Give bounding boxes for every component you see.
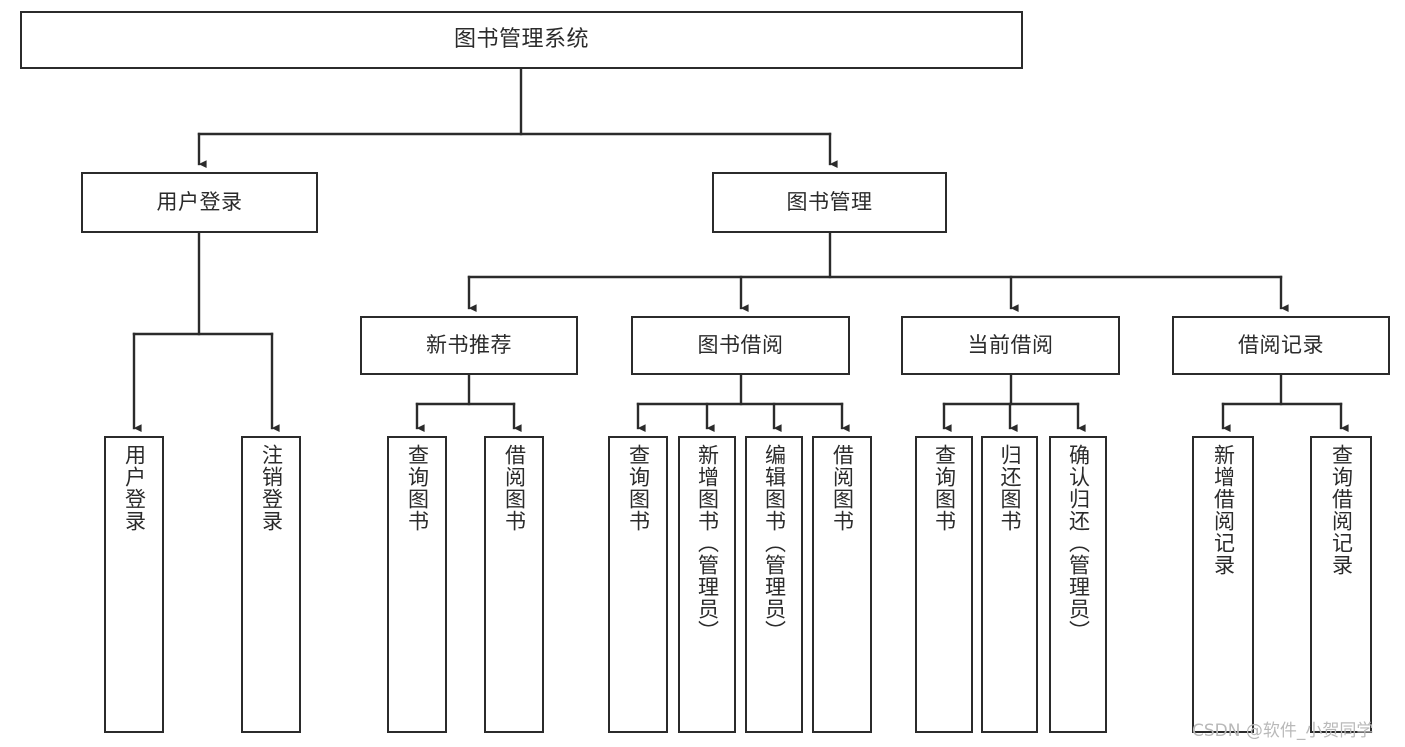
csdn-watermark: CSDN @软件_小贺同学 bbox=[1192, 721, 1374, 741]
node-label: 注销登录 bbox=[259, 444, 284, 532]
node-label: 当前借阅 bbox=[967, 333, 1054, 358]
node-label: 用户登录 bbox=[156, 190, 243, 215]
node-current-borrow[interactable]: 当前借阅 bbox=[901, 316, 1120, 375]
node-label: 查询图书 bbox=[405, 444, 430, 532]
node-label: 查询图书 bbox=[626, 444, 651, 532]
node-root-system[interactable]: 图书管理系统 bbox=[20, 11, 1023, 69]
node-leaf-return-book[interactable]: 归还图书 bbox=[981, 436, 1038, 733]
node-leaf-borrow-book[interactable]: 借阅图书 bbox=[812, 436, 872, 733]
node-leaf-user-login[interactable]: 用户登录 bbox=[104, 436, 164, 733]
node-label: 查询图书 bbox=[932, 444, 957, 532]
node-leaf-query-book-recommend[interactable]: 查询图书 bbox=[387, 436, 447, 733]
node-label: 归还图书 bbox=[998, 444, 1022, 532]
node-leaf-query-borrow-record[interactable]: 查询借阅记录 bbox=[1310, 436, 1372, 733]
node-label: 图书管理 bbox=[786, 190, 873, 215]
node-leaf-query-book-current[interactable]: 查询图书 bbox=[915, 436, 973, 733]
node-label: 新增借阅记录 bbox=[1211, 444, 1236, 576]
node-label: 借阅图书 bbox=[830, 444, 855, 532]
node-label: 编辑图书（管理员） bbox=[762, 444, 787, 642]
node-label: 图书管理系统 bbox=[453, 27, 589, 53]
node-label: 查询借阅记录 bbox=[1329, 444, 1354, 576]
node-label: 新书推荐 bbox=[426, 333, 512, 358]
node-label: 借阅记录 bbox=[1238, 333, 1324, 358]
node-leaf-query-book-borrow[interactable]: 查询图书 bbox=[608, 436, 668, 733]
node-leaf-edit-book-admin[interactable]: 编辑图书（管理员） bbox=[745, 436, 803, 733]
node-borrow-record[interactable]: 借阅记录 bbox=[1172, 316, 1390, 375]
node-new-book-recommend[interactable]: 新书推荐 bbox=[360, 316, 578, 375]
node-leaf-confirm-return-admin[interactable]: 确认归还（管理员） bbox=[1049, 436, 1107, 733]
node-leaf-logout[interactable]: 注销登录 bbox=[241, 436, 301, 733]
node-label: 图书借阅 bbox=[697, 333, 784, 358]
node-user-login[interactable]: 用户登录 bbox=[81, 172, 318, 233]
node-label: 确认归还（管理员） bbox=[1066, 444, 1091, 642]
node-book-management[interactable]: 图书管理 bbox=[712, 172, 947, 233]
node-label: 用户登录 bbox=[122, 444, 147, 532]
node-label: 借阅图书 bbox=[502, 444, 527, 532]
node-book-borrow[interactable]: 图书借阅 bbox=[631, 316, 850, 375]
node-leaf-borrow-book-recommend[interactable]: 借阅图书 bbox=[484, 436, 544, 733]
node-leaf-add-book-admin[interactable]: 新增图书（管理员） bbox=[678, 436, 736, 733]
node-label: 新增图书（管理员） bbox=[695, 444, 720, 642]
node-leaf-add-borrow-record[interactable]: 新增借阅记录 bbox=[1192, 436, 1254, 733]
